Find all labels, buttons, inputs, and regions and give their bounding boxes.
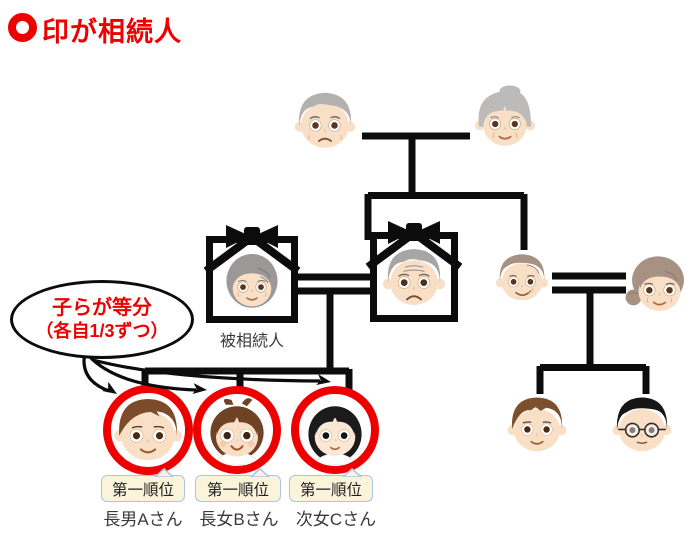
heir-name-1: 長男Aさん — [103, 510, 183, 529]
rank-badge-label: 第一順位 — [111, 481, 174, 499]
rank-badge-label: 第一順位 — [299, 481, 362, 499]
heir-name-3: 次女Cさん — [295, 510, 377, 529]
heir-name-2: 長女Bさん — [199, 510, 279, 529]
mourning-ribbon-icon — [365, 221, 463, 271]
deceased-mother-icon — [215, 245, 289, 314]
decedent-label: 被相続人 — [219, 333, 284, 350]
grandmother-icon — [470, 76, 540, 158]
legend-label: 印が相続人 — [42, 17, 182, 47]
equal-share-callout: 子らが等分 （各自1/3ずつ） — [10, 280, 194, 359]
eldest-daughter-B-icon — [202, 395, 272, 465]
nephew-1-icon — [505, 390, 569, 460]
rank-badge-2: 第一順位 — [195, 468, 281, 502]
mourning-ribbon-icon — [203, 225, 301, 275]
heir-circle-second-daughter-C — [291, 386, 379, 474]
deceased-father-icon — [379, 241, 449, 313]
heir-marker-icon — [8, 13, 37, 42]
badge-notch-icon — [342, 468, 362, 477]
eldest-son-A-icon — [112, 394, 184, 466]
second-daughter-C-icon — [300, 395, 370, 465]
heir-circle-eldest-daughter-B — [193, 386, 281, 474]
rank-badge-label: 第一順位 — [206, 481, 269, 499]
callout-line-1: 子らが等分 — [52, 297, 152, 320]
memorial-frame-deceased-mother — [206, 236, 298, 323]
nephew-2-icon — [610, 390, 674, 460]
badge-notch-icon — [250, 468, 270, 477]
aunt-icon — [622, 247, 694, 319]
heir-circle-eldest-son-A — [103, 385, 193, 475]
memorial-frame-deceased-father — [370, 232, 458, 322]
rank-badge-1: 第一順位 — [101, 468, 185, 502]
grandfather-icon — [291, 80, 359, 160]
callout-line-2: （各自1/3ずつ） — [35, 320, 169, 341]
rank-badge-3: 第一順位 — [289, 468, 373, 502]
badge-notch-icon — [154, 468, 174, 477]
uncle-icon — [492, 243, 552, 311]
